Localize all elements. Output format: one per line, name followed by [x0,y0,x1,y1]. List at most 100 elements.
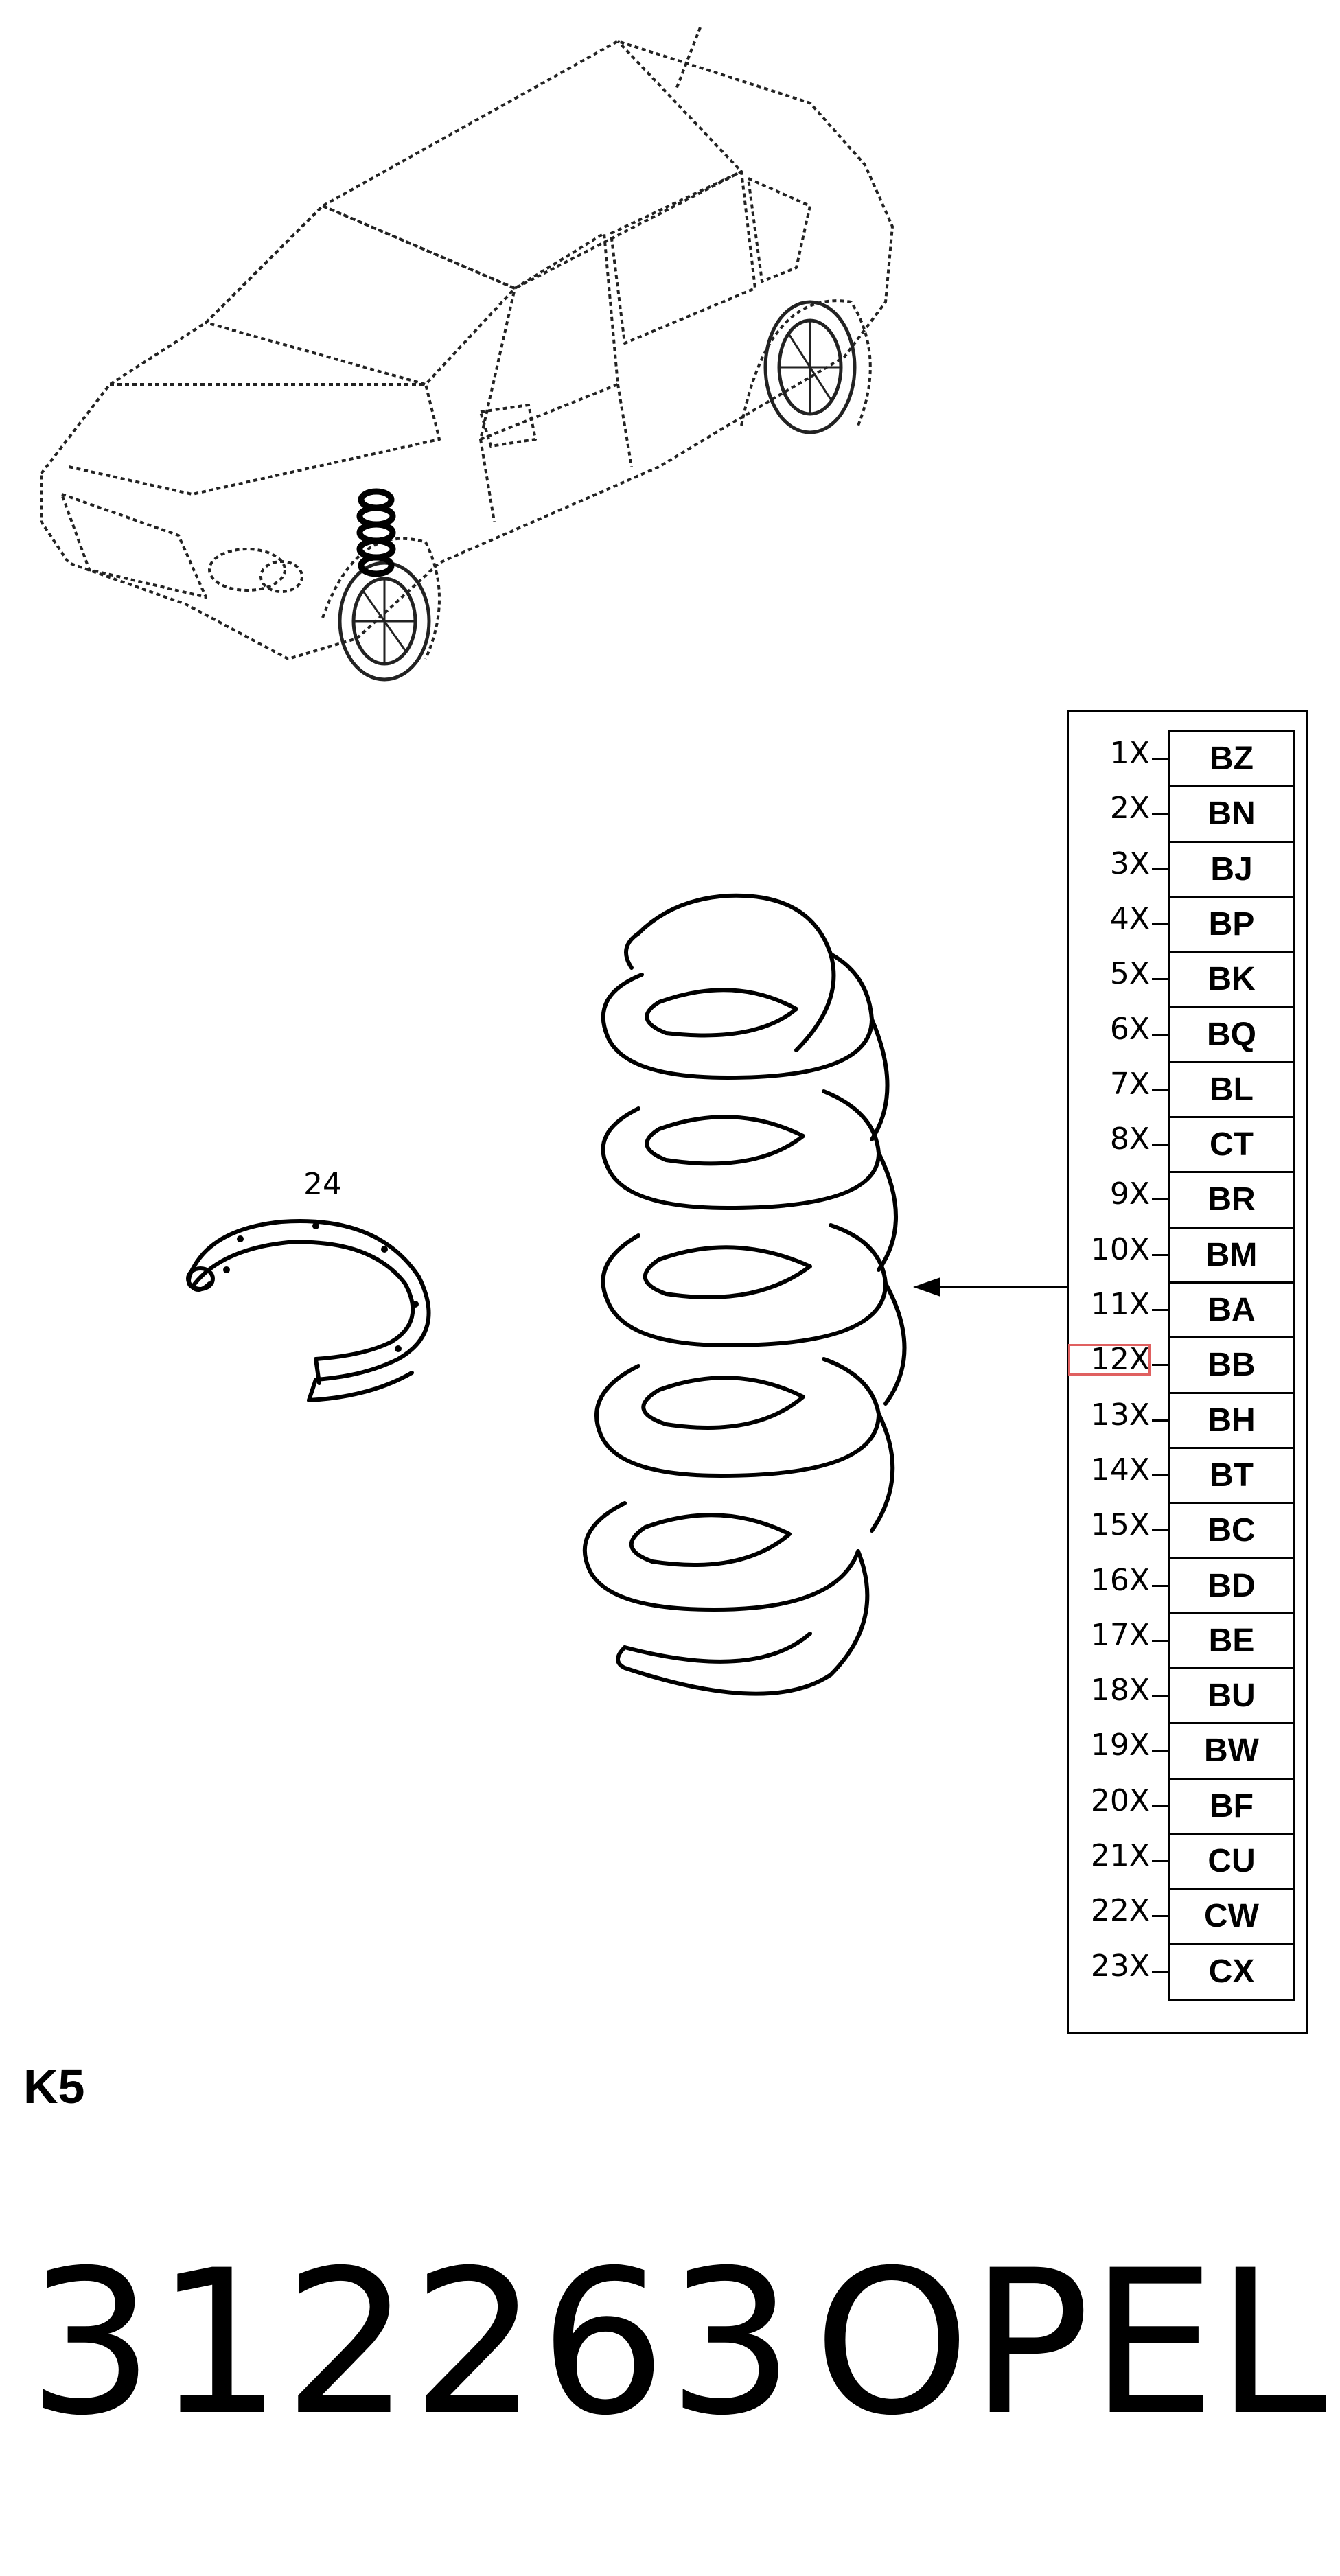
footer-reference-number: 312263 [27,2228,796,2459]
legend-quantity: 10X [1090,1231,1150,1267]
legend-quantity: 21X [1090,1838,1150,1873]
legend-row: 17X BE [1069,1612,1310,1670]
legend-leader-line [1152,1309,1178,1311]
legend-row: 10X BM [1069,1226,1310,1284]
legend-code: BN [1168,785,1295,844]
legend-code: BH [1168,1391,1295,1450]
legend-quantity: 5X [1109,956,1150,992]
legend-leader-line [1152,1144,1178,1146]
legend-row: 19X BW [1069,1722,1310,1780]
legend-quantity: 2X [1109,791,1150,826]
legend-code: BJ [1168,840,1295,898]
legend-leader-line [1152,758,1178,760]
legend-leader-line [1152,978,1178,981]
legend-row: 3X BJ [1069,840,1310,898]
legend-leader-line [1152,923,1178,925]
legend-row: 21X CU [1069,1833,1310,1890]
legend-leader-line [1152,1915,1178,1918]
legend-quantity: 22X [1090,1893,1150,1929]
legend-quantity: 18X [1090,1673,1150,1708]
legend-code: CU [1168,1833,1295,1890]
legend-row: 5X BK [1069,951,1310,1009]
legend-leader-line [1152,1695,1178,1697]
legend-row: 7X BL [1069,1060,1310,1119]
legend-code: BW [1168,1722,1295,1780]
legend-quantity: 8X [1109,1122,1150,1157]
legend-leader-line [1152,1364,1178,1367]
legend-quantity: 11X [1090,1287,1150,1322]
legend-quantity: 3X [1109,846,1150,881]
legend-code: BF [1168,1777,1295,1835]
legend-leader-line [1152,1750,1178,1752]
legend-quantity: 14X [1090,1452,1150,1487]
legend-row: 23X CX [1069,1942,1310,2001]
legend-leader-line [1152,1584,1178,1587]
legend-leader-line [1152,1088,1178,1091]
legend-code: BE [1168,1612,1295,1670]
legend-quantity: 1X [1109,736,1150,771]
page-code: K5 [23,2060,85,2113]
legend-leader-line [1152,1860,1178,1862]
legend-row: 13X BH [1069,1391,1310,1450]
legend-code: BL [1168,1060,1295,1119]
legend-code: CW [1168,1888,1295,1946]
part-number-24: 24 [303,1167,342,1202]
legend-leader-line [1152,1198,1178,1201]
legend-code: CX [1168,1942,1295,2001]
legend-row: 11X BA [1069,1281,1310,1339]
legend-leader-line [1152,1805,1178,1807]
legend-row: 4X BP [1069,895,1310,953]
legend-row: 6X BQ [1069,1006,1310,1064]
legend-leader-line [1152,813,1178,815]
legend-quantity: 12X [1068,1344,1151,1376]
legend-code: BT [1168,1446,1295,1505]
legend-row: 16X BD [1069,1557,1310,1615]
legend-quantity: 20X [1090,1783,1150,1818]
legend-code: BK [1168,951,1295,1009]
legend-leader-line [1152,1419,1178,1422]
legend-quantity: 7X [1109,1066,1150,1102]
legend-code: CT [1168,1116,1295,1174]
legend-quantity: 9X [1109,1176,1150,1212]
legend-quantity: 4X [1109,901,1150,936]
spring-insulator-illustration [186,1219,431,1402]
legend-row: 2X BN [1069,785,1310,844]
car-overview-illustration [40,27,894,682]
legend-code: BP [1168,895,1295,953]
legend-row: 18X BU [1069,1667,1310,1726]
legend-leader-line [1152,1529,1178,1532]
legend-code: BU [1168,1667,1295,1726]
legend-quantity: 6X [1109,1011,1150,1047]
legend-quantity: 16X [1090,1562,1150,1598]
legend-row: 8X CT [1069,1116,1310,1174]
legend-quantity: 19X [1090,1728,1150,1763]
legend-code: BM [1168,1226,1295,1284]
legend-code: BB [1168,1336,1295,1395]
legend-quantity: 13X [1090,1397,1150,1432]
legend-code: BA [1168,1281,1295,1339]
coil-spring-illustration [582,893,907,1696]
legend-leader-line [1152,1253,1178,1256]
legend-code: BC [1168,1502,1295,1560]
legend-quantity: 23X [1090,1948,1150,1984]
legend-row: 1X BZ [1069,730,1310,788]
legend-row: 12X BB [1068,1336,1310,1395]
legend-row: 14X BT [1069,1446,1310,1505]
legend-leader-line [1152,868,1178,870]
legend-code: BD [1168,1557,1295,1615]
legend-leader-line [1152,1474,1178,1476]
legend-quantity: 17X [1090,1617,1150,1653]
legend-row: 20X BF [1069,1777,1310,1835]
legend-row: 22X CW [1069,1888,1310,1946]
footer-brand: OPEL [813,2228,1327,2459]
legend-leader-line [1152,1639,1178,1642]
legend-leader-line [1152,1033,1178,1036]
legend-code: BQ [1168,1006,1295,1064]
legend-leader-line [1152,1970,1178,1973]
legend-code: BZ [1168,730,1295,788]
legend-pointer-arrow [913,1277,1067,1297]
